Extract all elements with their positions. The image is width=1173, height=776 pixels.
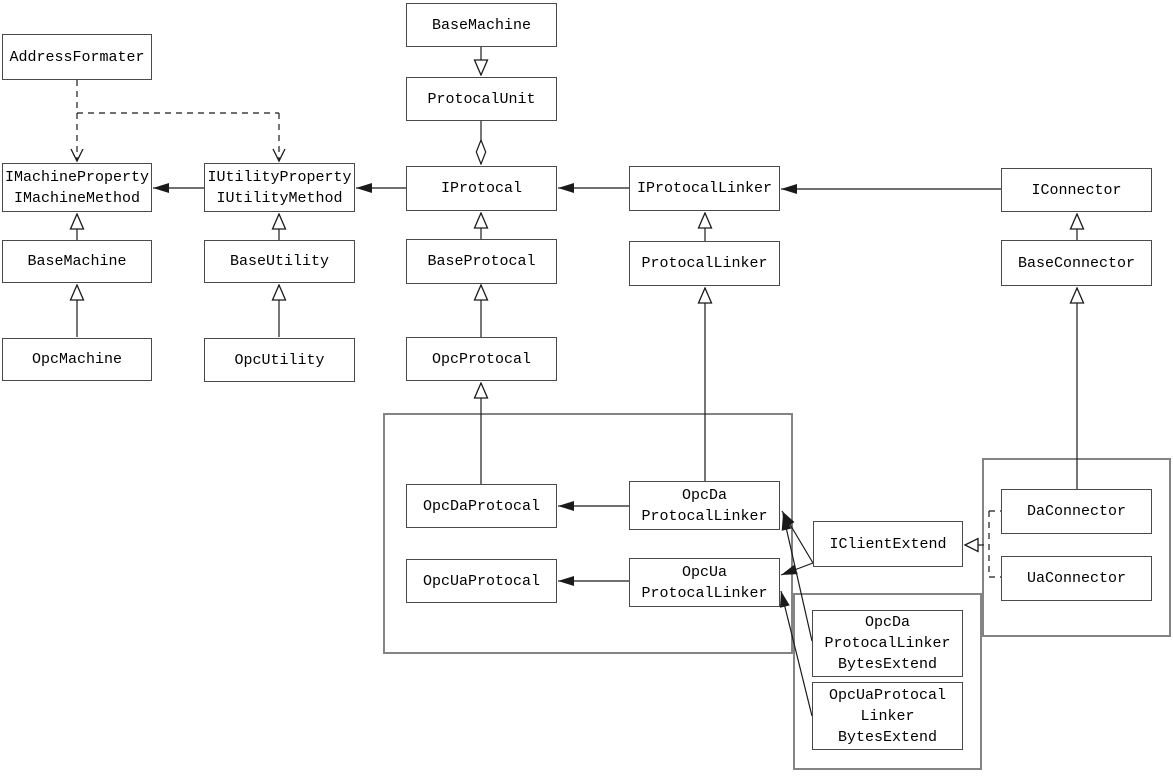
- generalization-arrows: [77, 47, 1077, 489]
- class-box-uaconnector: UaConnector: [1001, 556, 1152, 601]
- class-box-opcda-protocallinker-bytesextend: OpcDa ProtocalLinker BytesExtend: [812, 610, 963, 677]
- class-label: OpcUtility: [234, 351, 325, 369]
- class-box-baseprotocal: BaseProtocal: [406, 239, 557, 284]
- class-label: BytesExtend: [837, 728, 938, 746]
- class-label: IClientExtend: [829, 535, 947, 553]
- class-label: BaseMachine: [431, 16, 532, 34]
- class-label: OpcUa: [681, 563, 727, 581]
- association-arrows: [153, 183, 1001, 586]
- class-label: ProtocalLinker: [641, 507, 768, 525]
- class-label: IProtocal: [440, 180, 522, 197]
- class-label: ProtocalLinker: [824, 635, 951, 652]
- class-box-protocalunit: ProtocalUnit: [406, 77, 557, 121]
- class-label: OpcProtocal: [431, 350, 532, 368]
- class-box-opcdaprotocal: OpcDaProtocal: [406, 484, 557, 528]
- class-label: OpcDa: [864, 614, 910, 631]
- class-label: Linker: [860, 707, 915, 725]
- class-box-opcua-protocallinker: OpcUa ProtocalLinker: [629, 558, 780, 607]
- class-label: OpcUaProtocal: [828, 686, 947, 704]
- class-box-opcmachine: OpcMachine: [2, 338, 152, 381]
- class-label: IUtilityMethod: [216, 189, 343, 207]
- class-box-opcutility: OpcUtility: [204, 338, 355, 382]
- class-label: UaConnector: [1026, 570, 1127, 587]
- class-label: ProtocalUnit: [427, 90, 536, 108]
- diagonal-association-arrows: [779, 510, 814, 717]
- class-label: IUtilityProperty: [207, 168, 352, 186]
- class-label: BytesExtend: [837, 656, 938, 673]
- class-label: AddressFormater: [9, 48, 145, 66]
- class-box-opcuaprotocal-linker-bytesextend: OpcUaProtocal Linker BytesExtend: [812, 682, 963, 750]
- class-box-iprotocallinker: IProtocalLinker: [629, 166, 780, 211]
- class-box-daconnector: DaConnector: [1001, 489, 1152, 534]
- class-label: IConnector: [1031, 181, 1122, 199]
- class-label: IMachineMethod: [13, 189, 141, 207]
- class-label: OpcDa: [681, 486, 727, 504]
- class-box-baseutility: BaseUtility: [204, 240, 355, 283]
- class-label: IProtocalLinker: [636, 180, 773, 197]
- class-label: OpcUaProtocal: [422, 572, 541, 590]
- class-label: IMachineProperty: [4, 168, 150, 186]
- class-label: DaConnector: [1026, 503, 1127, 520]
- class-label: ProtocalLinker: [641, 584, 768, 602]
- class-label: OpcDaProtocal: [422, 497, 541, 515]
- class-box-opcda-protocallinker: OpcDa ProtocalLinker: [629, 481, 780, 530]
- class-box-iconnector: IConnector: [1001, 168, 1152, 212]
- opc-protocal-linker-group-container: [383, 413, 793, 654]
- class-box-baseconnector: BaseConnector: [1001, 240, 1152, 286]
- class-box-basemachine-left: BaseMachine: [2, 240, 152, 283]
- class-box-protocallinker: ProtocalLinker: [629, 241, 780, 286]
- class-label: OpcMachine: [31, 351, 122, 368]
- class-box-imachineproperty: IMachineProperty IMachineMethod: [2, 163, 152, 212]
- class-box-addressformater: AddressFormater: [2, 34, 152, 80]
- bytes-extend-group-container: [793, 593, 982, 770]
- class-label: BaseMachine: [27, 253, 127, 270]
- class-box-opcprotocal: OpcProtocal: [406, 337, 557, 381]
- dependency-arrow-addressformater: [70, 80, 286, 163]
- class-box-iprotocal: IProtocal: [406, 166, 557, 211]
- class-label: BaseProtocal: [427, 253, 536, 270]
- class-label: BaseConnector: [1017, 254, 1136, 272]
- class-box-iutilityproperty: IUtilityProperty IUtilityMethod: [204, 163, 355, 212]
- class-box-opcuaprotocal: OpcUaProtocal: [406, 559, 557, 603]
- class-label: ProtocalLinker: [641, 255, 768, 272]
- realization-arrow-iclientextend: [963, 510, 1001, 578]
- class-box-basemachine-top: BaseMachine: [406, 3, 557, 47]
- class-box-iclientextend: IClientExtend: [813, 521, 963, 567]
- class-label: BaseUtility: [229, 253, 330, 270]
